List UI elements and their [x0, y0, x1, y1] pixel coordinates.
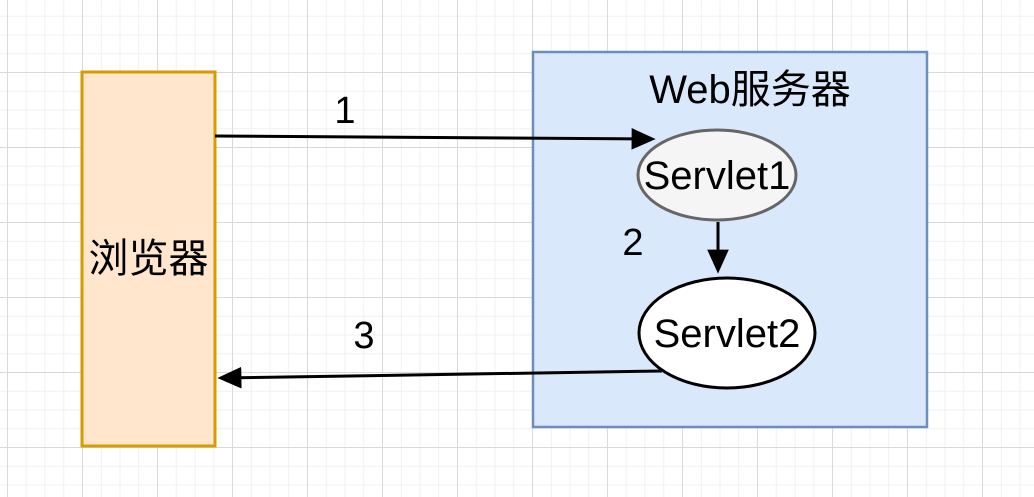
servlet1-label: Servlet1: [644, 154, 791, 198]
arrow-1-browser-to-servlet1: [214, 128, 656, 150]
arrow-1-label: 1: [334, 90, 355, 132]
arrow-2-label: 2: [622, 222, 643, 264]
arrow-3-label: 3: [353, 315, 374, 357]
servlet1-ellipse: [636, 128, 798, 222]
browser-label: 浏览器: [89, 237, 209, 281]
servlet2-ellipse: [637, 276, 817, 390]
web-server-title: Web服务器: [649, 68, 851, 112]
browser-box: [80, 70, 217, 448]
arrow-3-servlet2-to-browser: [217, 366, 663, 389]
servlet2-label: Servlet2: [654, 312, 801, 356]
